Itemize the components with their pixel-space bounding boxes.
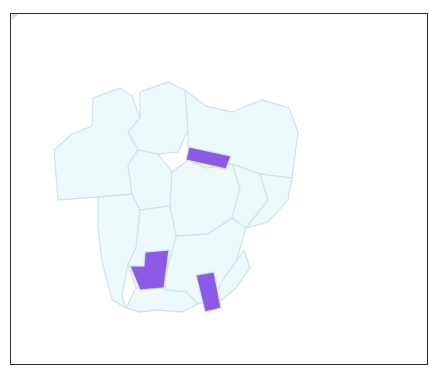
district-highlight-north[interactable] [185, 146, 232, 170]
district-north-central[interactable] [127, 81, 189, 155]
district-north-west[interactable] [53, 87, 141, 201]
district-north-east[interactable] [184, 89, 299, 179]
district-west[interactable] [97, 193, 141, 309]
district-highlight-southwest[interactable] [129, 249, 170, 291]
district-highlight-southeast[interactable] [195, 271, 222, 313]
district-east[interactable] [245, 173, 293, 229]
corner-mark [12, 14, 20, 22]
